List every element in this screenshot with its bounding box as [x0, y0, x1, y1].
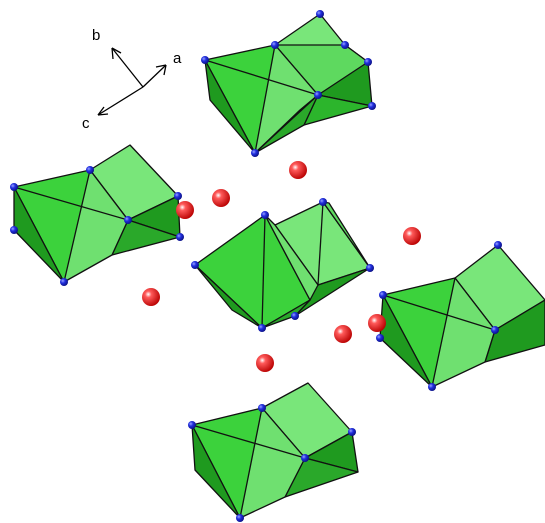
axis-indicator — [97, 47, 167, 116]
vertex-atoms — [10, 10, 502, 522]
a-axis-arrow — [142, 64, 167, 88]
polyhedron-cluster-left — [13, 144, 181, 283]
polyhedron-cluster-top — [204, 13, 373, 154]
b-axis-arrow — [111, 47, 144, 88]
interstitial-atoms — [142, 161, 421, 372]
polyhedron-cluster-bottom — [191, 382, 359, 519]
c-axis-arrow — [97, 86, 144, 116]
polyhedron-cluster-center — [194, 201, 371, 329]
polyhedron-cluster-right — [379, 244, 545, 388]
a-axis-label: a — [173, 50, 182, 67]
b-axis-label: b — [92, 27, 100, 44]
c-axis-label: c — [82, 115, 90, 132]
